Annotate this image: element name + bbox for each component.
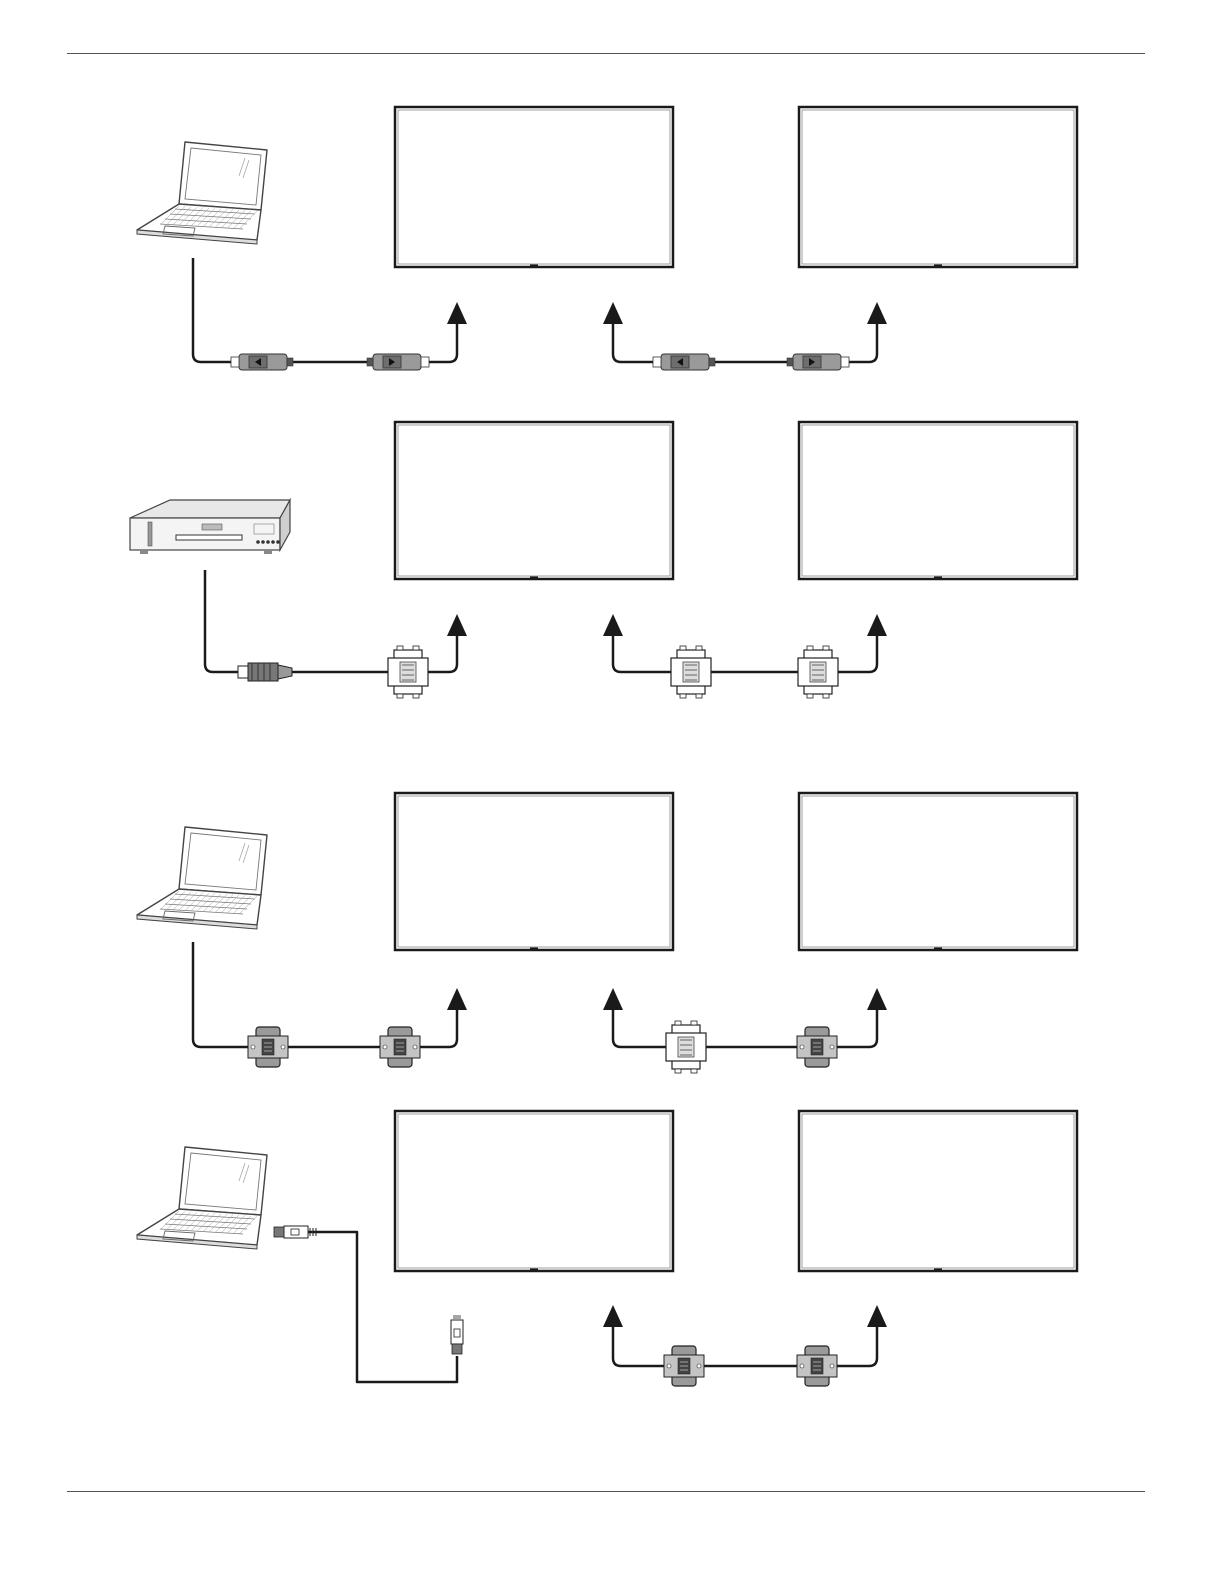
display-1 bbox=[395, 107, 673, 267]
display-2 bbox=[799, 107, 1077, 267]
arrow-up-display-1 bbox=[447, 988, 467, 1010]
dvi-connector bbox=[388, 646, 428, 698]
display-2 bbox=[799, 793, 1077, 950]
cable-source-to-display-1 bbox=[193, 942, 457, 1047]
dvi-connector bbox=[666, 1021, 706, 1073]
rj45-connector bbox=[274, 1226, 316, 1238]
arrow-up-display-2 bbox=[867, 1305, 887, 1327]
display-2 bbox=[799, 1111, 1077, 1271]
arrow-up-display-2 bbox=[867, 988, 887, 1010]
dvi-connector bbox=[798, 646, 838, 698]
display-2 bbox=[799, 422, 1077, 579]
arrow-up-display-2 bbox=[867, 614, 887, 636]
d-sub-connector bbox=[664, 1346, 704, 1386]
dvi-connector bbox=[671, 646, 711, 698]
display-1 bbox=[395, 793, 673, 950]
arrow-up-display-1 bbox=[603, 1305, 623, 1327]
d-sub-connector bbox=[797, 1027, 837, 1067]
cable-source-to-display-1 bbox=[193, 258, 457, 362]
arrow-up-display-2 bbox=[867, 302, 887, 324]
display-1 bbox=[395, 422, 673, 579]
arrow-up-display-1-out bbox=[603, 988, 623, 1010]
d-sub-connector bbox=[380, 1027, 420, 1067]
laptop-icon bbox=[137, 142, 267, 244]
laptop-icon bbox=[137, 1147, 267, 1249]
arrow-up-display-1-out bbox=[603, 614, 623, 636]
d-sub-connector bbox=[797, 1346, 837, 1386]
display-1 bbox=[395, 1111, 673, 1271]
arrow-up-display-1 bbox=[447, 614, 467, 636]
dvd-player-icon bbox=[130, 500, 290, 554]
displayport-connector bbox=[653, 354, 715, 370]
arrow-up-display-1 bbox=[447, 302, 467, 324]
displayport-connector bbox=[787, 354, 849, 370]
displayport-connector bbox=[231, 354, 293, 370]
arrow-up-display-1-out bbox=[603, 302, 623, 324]
laptop-icon bbox=[137, 827, 267, 929]
hdmi-connector bbox=[238, 663, 292, 681]
displayport-connector bbox=[367, 354, 429, 370]
rj45-connector bbox=[451, 1316, 463, 1354]
d-sub-connector bbox=[248, 1027, 288, 1067]
